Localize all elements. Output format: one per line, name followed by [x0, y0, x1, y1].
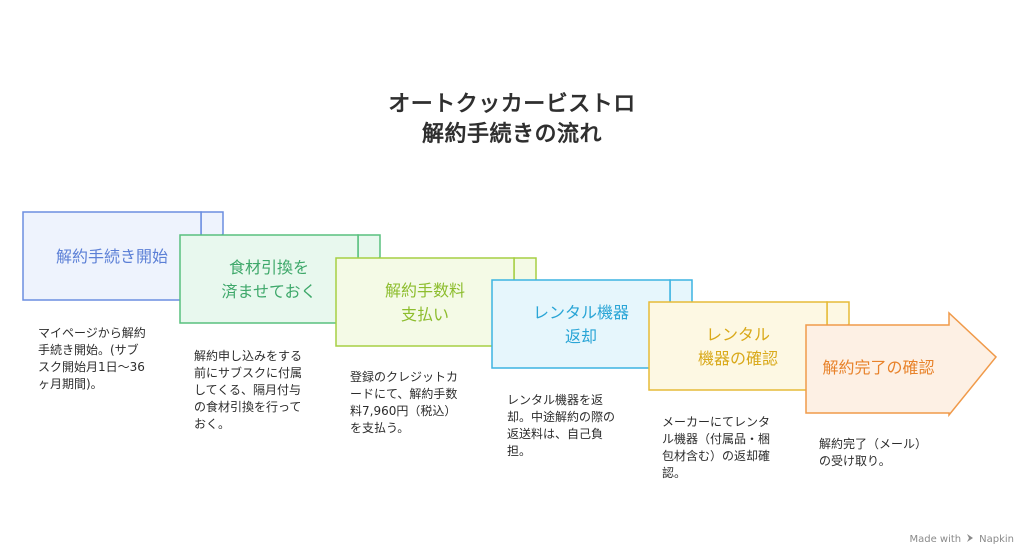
step-4-box — [491, 279, 671, 369]
step-4-label-line: レンタル機器 — [532, 303, 629, 322]
made-with-napkin: Made with Napkin — [909, 533, 1014, 546]
napkin-logo-icon — [965, 533, 975, 546]
watermark-brand: Napkin — [979, 534, 1014, 545]
step-1-description-line: スク開始月1日〜36 — [38, 360, 145, 374]
step-1-description: マイページから解約手続き開始。(サブスク開始月1日〜36 ヶ月期間)。 — [38, 325, 146, 393]
diagram-title-line2: 解約手続きの流れ — [421, 122, 602, 147]
step-2-description-line: 解約申し込みをする — [194, 349, 303, 363]
step-6-shape — [805, 311, 998, 418]
step-3-box — [335, 257, 515, 347]
step-2-label: 食材引換を済ませておく — [180, 237, 358, 323]
watermark-text: Made with — [909, 534, 962, 545]
step-6-description: 解約完了（メール） の受け取り。 — [819, 436, 927, 470]
step-3-label: 解約手数料支払い — [336, 260, 514, 346]
step-4-description-line: 返送料は、自己負 — [507, 427, 604, 441]
step-1-shape — [22, 211, 224, 301]
step-5-description-line: 認。 — [662, 466, 687, 480]
step-3-label-line: 解約手数料 — [384, 281, 465, 300]
step-4-description-line: 担。 — [507, 444, 532, 458]
step-6-description-line: の受け取り。 — [819, 454, 891, 468]
step-2-description-line: してくる、隔月付与 — [194, 383, 302, 397]
step-2-label-line: 食材引換を — [228, 258, 309, 277]
step-1-box — [22, 211, 202, 301]
step-5-description-line: メーカーにてレンタ — [662, 415, 771, 429]
step-3-description-line: 登録のクレジットカ — [350, 370, 459, 384]
step-3-description-line: 料7,960円（税込） — [350, 404, 457, 418]
step-6-description-line: 解約完了（メール） — [819, 437, 928, 451]
step-4-label: レンタル機器返却 — [492, 282, 670, 368]
step-3-label-line: 支払い — [400, 305, 449, 324]
step-3-description-line: ードにて、解約手数 — [350, 387, 458, 401]
step-2-description: 解約申し込みをする前にサブスクに付属してくる、隔月付与の食材引換を行っておく。 — [194, 348, 302, 433]
step-1-label-line: 解約手続き開始 — [55, 247, 168, 266]
step-2-description-line: おく。 — [194, 417, 231, 431]
step-3-description: 登録のクレジットカードにて、解約手数料7,960円（税込） を支払う。 — [350, 369, 458, 437]
step-5-label: レンタル機器の確認 — [649, 304, 827, 390]
step-6-label-line: 解約完了の確認 — [822, 358, 935, 377]
step-2-description-line: の食材引換を行って — [194, 400, 302, 414]
step-4-label-line: 返却 — [564, 327, 597, 346]
step-3-description-line: を支払う。 — [350, 421, 410, 435]
step-1-description-line: ヶ月期間)。 — [38, 377, 103, 391]
step-4-description-line: レンタル機器を返 — [507, 393, 604, 407]
step-5-description: メーカーにてレンタル機器（付属品・梱包材含む）の返却確認。 — [662, 414, 770, 482]
step-4-description-line: 却。中途解約の際の — [507, 410, 616, 424]
step-5-label-line: レンタル — [705, 325, 770, 344]
step-5-label-line: 機器の確認 — [697, 349, 778, 368]
step-1-description-line: マイページから解約 — [38, 326, 146, 340]
step-2-label-line: 済ませておく — [221, 282, 317, 301]
step-2-description-line: 前にサブスクに付属 — [194, 366, 303, 380]
step-5-description-line: ル機器（付属品・梱 — [662, 432, 771, 446]
step-5-description-line: 包材含む）の返却確 — [662, 449, 771, 463]
step-1-label: 解約手続き開始 — [23, 214, 201, 300]
step-4-description: レンタル機器を返却。中途解約の際の返送料は、自己負担。 — [507, 392, 615, 460]
diagram-title-line1: オートクッカービストロ — [388, 92, 636, 117]
step-1-description-line: 手続き開始。(サブ — [38, 343, 139, 357]
step-4-shape — [491, 279, 693, 369]
step-6-arrow — [805, 311, 998, 418]
step-6-label: 解約完了の確認 — [806, 327, 951, 409]
step-5-box — [648, 301, 828, 391]
